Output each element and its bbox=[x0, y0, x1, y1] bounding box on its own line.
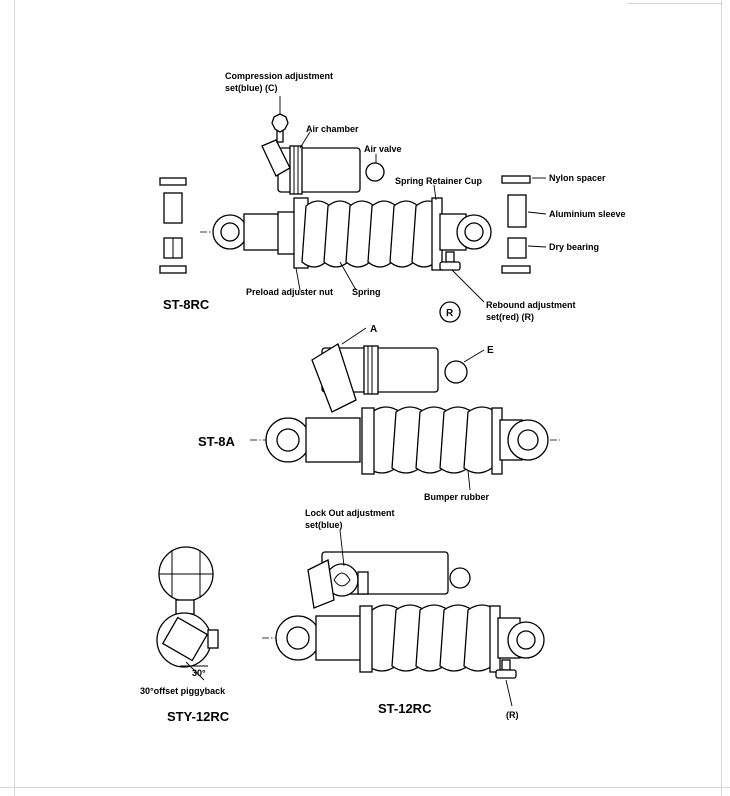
label-compression-1: Compression adjustment bbox=[225, 71, 333, 81]
model-st8a: ST-8A bbox=[198, 434, 235, 449]
label-air-valve: Air valve bbox=[364, 144, 402, 154]
label-preload-adjuster-nut: Preload adjuster nut bbox=[246, 287, 333, 297]
st8rc-right-bushings bbox=[501, 175, 531, 274]
label-offset-piggyback: 30°offset piggyback bbox=[140, 686, 226, 696]
label-rebound-1: Rebound adjustment bbox=[486, 300, 576, 310]
rebound-knob-letter: R bbox=[446, 308, 454, 319]
frame-border-bottom bbox=[0, 787, 730, 788]
label-nylon-spacer: Nylon spacer bbox=[549, 173, 606, 183]
st12rc-knob-letter: (R) bbox=[506, 710, 519, 720]
marker-e: E bbox=[487, 345, 494, 356]
marker-a: A bbox=[370, 324, 377, 335]
frame-border-right bbox=[721, 0, 722, 796]
label-compression-2: set(blue) (C) bbox=[225, 83, 278, 93]
label-bumper-rubber: Bumper rubber bbox=[424, 492, 490, 502]
st8a-shock bbox=[250, 343, 560, 475]
aluminium-sleeve bbox=[507, 194, 527, 228]
nylon-spacer-top bbox=[501, 175, 531, 184]
label-rebound-2: set(red) (R) bbox=[486, 312, 534, 322]
frame-border-left bbox=[14, 0, 15, 796]
st8rc-left-bushings bbox=[159, 177, 187, 274]
st8rc-spring bbox=[301, 200, 441, 268]
model-sty12rc: STY-12RC bbox=[167, 709, 230, 724]
label-lockout-1: Lock Out adjustment bbox=[305, 508, 395, 518]
st8rc-shock: R bbox=[200, 113, 492, 323]
label-spring-retainer-cup: Spring Retainer Cup bbox=[395, 176, 483, 186]
label-lockout-2: set(blue) bbox=[305, 520, 343, 530]
st12rc-shock bbox=[262, 551, 545, 679]
st8a-spring bbox=[367, 406, 497, 474]
label-spring: Spring bbox=[352, 287, 381, 297]
top-strip bbox=[628, 0, 722, 4]
label-dry-bearing: Dry bearing bbox=[549, 242, 599, 252]
nylon-spacer-bottom bbox=[501, 265, 531, 274]
dry-bearing bbox=[507, 237, 527, 259]
offset-angle-label: 30° bbox=[192, 668, 206, 678]
label-air-chamber: Air chamber bbox=[306, 124, 359, 134]
label-aluminium-sleeve: Aluminium sleeve bbox=[549, 209, 626, 219]
model-st8rc: ST-8RC bbox=[163, 297, 210, 312]
st12rc-spring bbox=[367, 604, 497, 672]
model-st12rc: ST-12RC bbox=[378, 701, 432, 716]
sty12rc-views: 30° bbox=[156, 546, 219, 681]
